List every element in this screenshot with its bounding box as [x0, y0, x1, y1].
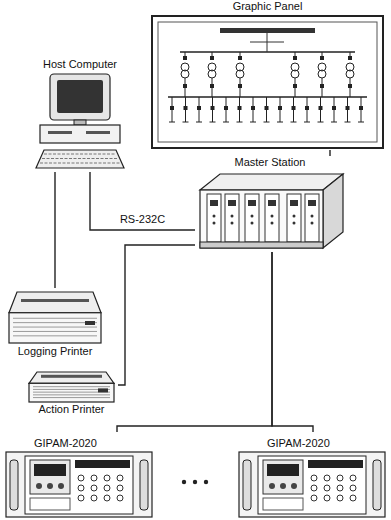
graphic-panel-drawing: [150, 0, 385, 150]
device-label: Graphic Panel: [232, 0, 304, 13]
host-computer: Host Computer: [30, 58, 130, 172]
graphic-panel: Graphic Panel: [150, 0, 385, 150]
edge-label: RS-232C: [118, 213, 167, 226]
connector-line: [330, 150, 331, 156]
connector-line: [118, 245, 195, 385]
device-label: GIPAM-2020: [33, 437, 98, 450]
connector-line: [90, 172, 195, 230]
master-station: Master Station: [195, 156, 345, 252]
connector-line: [55, 172, 56, 288]
logging-printer: Logging Printer: [5, 288, 105, 358]
device-label: Host Computer: [42, 58, 118, 71]
connector-line: [117, 252, 272, 432]
gipam-unit: GIPAM-2020: [238, 432, 386, 518]
device-label: Master Station: [234, 156, 307, 169]
action-printer: Action Printer: [25, 368, 118, 416]
device-label: Action Printer: [37, 403, 105, 416]
host-computer-drawing: [30, 58, 130, 172]
gipam-unit: GIPAM-2020: [5, 432, 153, 518]
master-station-drawing: [195, 156, 345, 252]
device-label: Logging Printer: [17, 345, 94, 358]
connector-line: [272, 252, 313, 432]
device-label: GIPAM-2020: [266, 437, 331, 450]
